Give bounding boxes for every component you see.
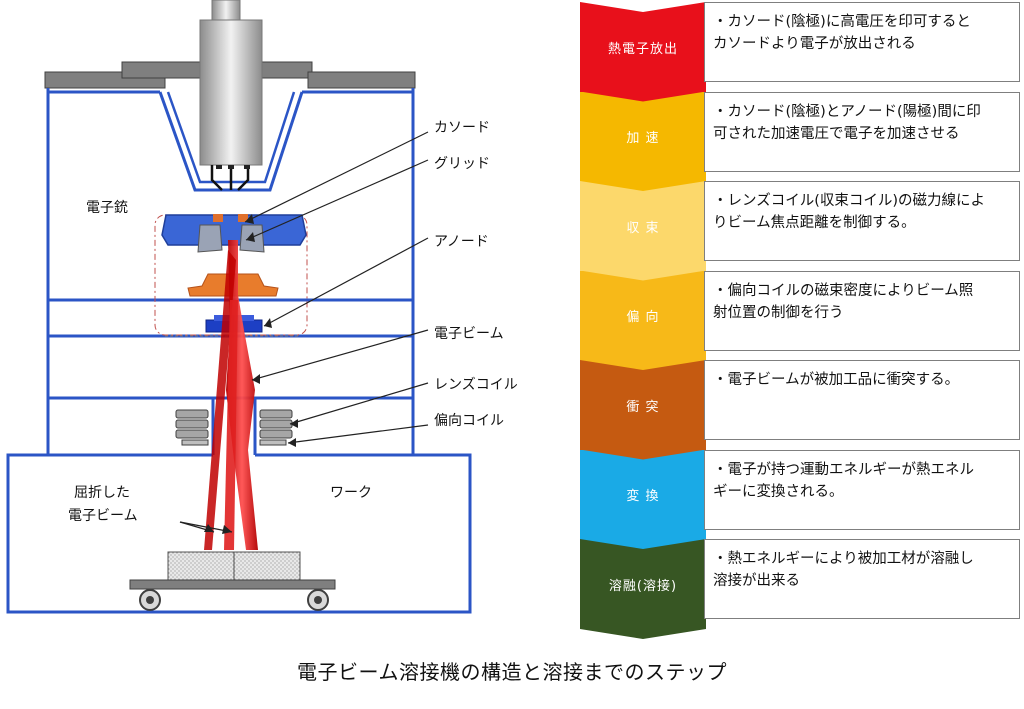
label-grid: グリッド <box>434 156 490 172</box>
label-deflection-coil: 偏向コイル <box>434 413 504 429</box>
lens-coil <box>175 409 293 439</box>
step-description: ・カソード(陰極)に高電圧を印可すると カソードより電子が放出される <box>704 2 1020 82</box>
step-title: 衝 突 <box>626 399 660 415</box>
step-title: 収 束 <box>626 220 660 236</box>
work-piece <box>167 551 301 581</box>
label-electron-gun: 電子銃 <box>86 200 128 216</box>
label-refracted-2: 電子ビーム <box>68 508 138 524</box>
label-cathode: カソード <box>434 120 490 136</box>
welder-structure-diagram: カソード グリッド アノード 電子ビーム レンズコイル 偏向コイル 電子銃 屈折… <box>6 0 518 614</box>
cathode-holder <box>199 0 263 191</box>
step-title: 偏 向 <box>626 310 660 325</box>
figure-caption: 電子ビーム溶接機の構造と溶接までのステップ <box>297 660 727 684</box>
step-title: 熱電子放出 <box>607 41 678 57</box>
grid-block <box>161 214 307 253</box>
label-refracted-1: 屈折した <box>74 485 130 501</box>
step-melting: 溶融(溶接) ・熱エネルギーにより被加工材が溶融し 溶接が出来る <box>580 539 1022 639</box>
step-description: ・偏向コイルの磁束密度によりビーム照 射位置の制御を行う <box>704 270 1020 351</box>
step-conversion: 変 換 ・電子が持つ運動エネルギーが熱エネル ギーに変換される。 <box>580 449 1022 550</box>
label-anode: アノード <box>434 234 489 250</box>
step-chevron: 熱電子放出 <box>580 2 706 102</box>
step-focusing: 収 束 ・レンズコイル(収束コイル)の磁力線によ りビーム焦点距離を制御する。 <box>580 181 1022 281</box>
step-description: ・電子が持つ運動エネルギーが熱エネル ギーに変換される。 <box>704 449 1020 530</box>
step-description: ・電子ビームが被加工品に衝突する。 <box>704 360 1020 440</box>
label-work: ワーク <box>330 485 372 501</box>
step-title: 加 速 <box>626 131 660 146</box>
label-lens-coil: レンズコイル <box>434 377 518 393</box>
step-chevron: 加 速 <box>580 91 706 192</box>
step-title: 変 換 <box>626 489 660 504</box>
step-chevron: 衝 突 <box>580 360 706 460</box>
step-description: ・レンズコイル(収束コイル)の磁力線によ りビーム焦点距離を制御する。 <box>704 181 1020 261</box>
gun-cone <box>166 91 296 184</box>
step-title: 溶融(溶接) <box>608 578 678 594</box>
process-steps: 熱電子放出 ・カソード(陰極)に高電圧を印可すると カソードより電子が放出される… <box>580 2 1022 639</box>
label-beam: 電子ビーム <box>434 326 504 342</box>
step-description: ・カソード(陰極)とアノード(陽極)間に印 可された加速電圧で電子を加速させる <box>704 91 1020 172</box>
step-chevron: 偏 向 <box>580 270 706 371</box>
leader-lines <box>179 131 429 533</box>
step-acceleration: 加 速 ・カソード(陰極)とアノード(陽極)間に印 可された加速電圧で電子を加速… <box>580 91 1022 192</box>
work-cart <box>129 579 336 611</box>
leader-arrowheads <box>204 214 298 534</box>
work-chamber <box>6 453 472 614</box>
deflection-coil <box>181 439 287 446</box>
step-chevron: 溶融(溶接) <box>580 539 706 639</box>
electron-beam <box>204 240 258 550</box>
step-deflection: 偏 向 ・偏向コイルの磁束密度によりビーム照 射位置の制御を行う <box>580 270 1022 371</box>
step-chevron: 収 束 <box>580 181 706 281</box>
step-emission: 熱電子放出 ・カソード(陰極)に高電圧を印可すると カソードより電子が放出される <box>580 2 1022 102</box>
step-description: ・熱エネルギーにより被加工材が溶融し 溶接が出来る <box>704 539 1020 619</box>
step-chevron: 変 換 <box>580 449 706 550</box>
column-neck <box>211 398 257 455</box>
step-collision: 衝 突 ・電子ビームが被加工品に衝突する。 <box>580 360 1022 460</box>
